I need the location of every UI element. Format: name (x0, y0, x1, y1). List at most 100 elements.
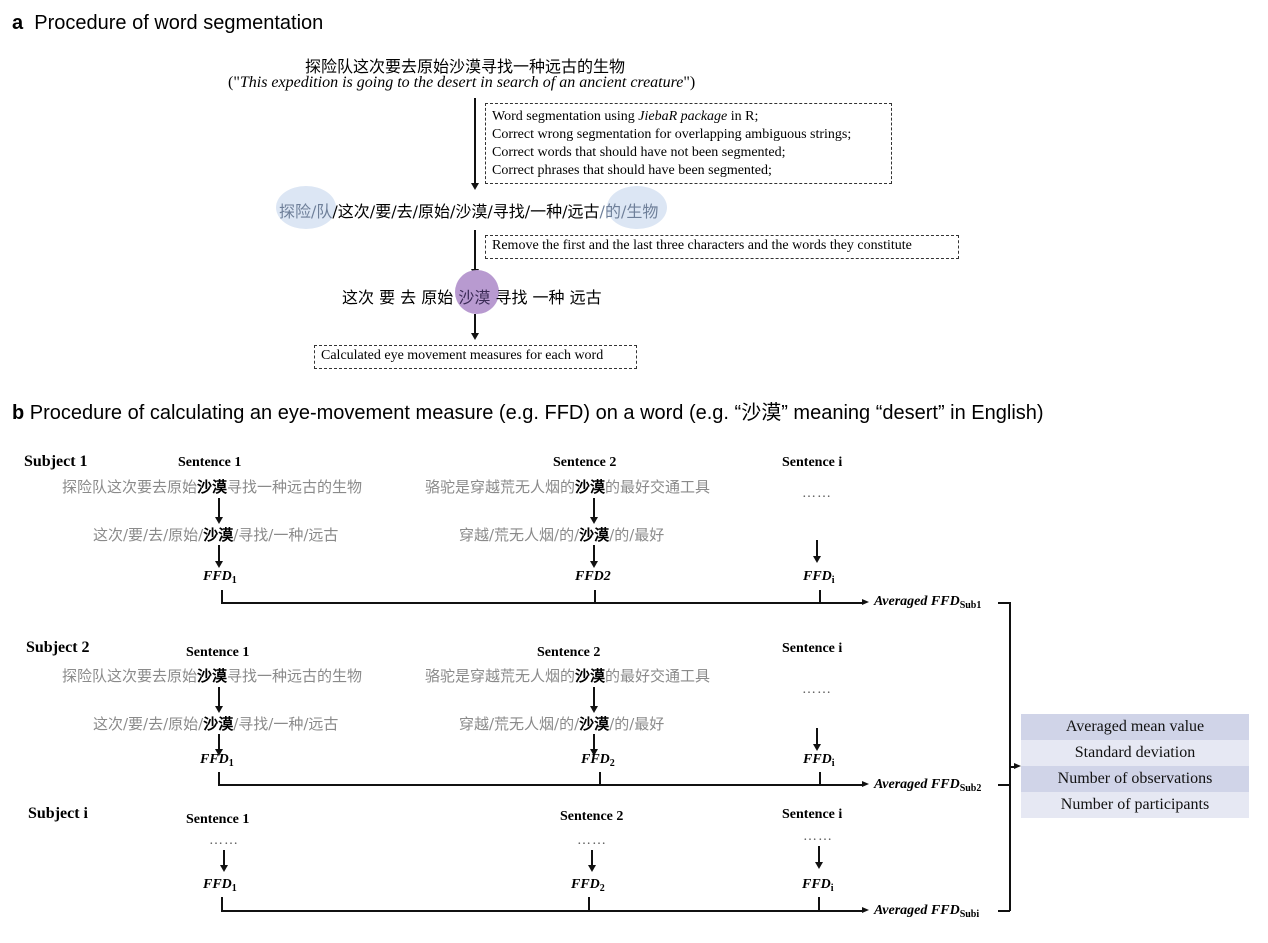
panel-b-title-text: Procedure of calculating an eye-movement… (29, 402, 1044, 424)
arrow (590, 687, 597, 713)
target-word: 沙漠 (197, 667, 228, 685)
flow-arrow-1 (471, 98, 478, 190)
si-sentence-i-ellipsis: …… (803, 829, 833, 844)
aggregate-arrow (218, 781, 869, 787)
arrow (215, 498, 222, 524)
summary-row-sd: Standard deviation (1021, 740, 1249, 766)
target-word: 沙漠 (579, 715, 610, 733)
target-word-highlight (455, 270, 499, 314)
connector (221, 897, 223, 910)
s2-sentence-2-label: Sentence 2 (537, 645, 601, 660)
step3-box: Calculated eye movement measures for eac… (314, 345, 637, 369)
segmented-removed-right: /的/生物 (599, 202, 659, 221)
trimmed-before: 这次 要 去 原始 (342, 288, 459, 307)
trimmed-target-word: 沙漠 (458, 288, 491, 307)
step2-box: Remove the first and the last three char… (485, 235, 959, 259)
panel-a-title-text: Procedure of word segmentation (34, 12, 324, 34)
target-word: 沙漠 (203, 526, 234, 544)
panel-b-title: b Procedure of calculating an eye-moveme… (12, 396, 1044, 425)
si-sentence-1-ellipsis: …… (209, 833, 239, 848)
s1-ffd-i: FFDi (803, 569, 835, 586)
s1-sentence-i-ellipsis: …… (802, 486, 832, 501)
panel-a-label: a (12, 12, 24, 34)
edge-highlight-left (276, 186, 336, 229)
connector (221, 590, 223, 603)
step1-line2: Correct wrong segmentation for overlappi… (492, 127, 852, 142)
summary-row-participants: Number of participants (1021, 792, 1249, 818)
s1-sentence-2-raw: 骆驼是穿越荒无人烟的沙漠的最好交通工具 (425, 478, 711, 496)
s2-averaged-ffd: Averaged FFDSub2 (874, 777, 982, 794)
summary-row-mean: Averaged mean value (1021, 714, 1249, 740)
connector (818, 897, 820, 910)
segmented-removed-left: 探险/队 (279, 202, 333, 221)
trimmed-after: 寻找 一种 远古 (490, 288, 602, 307)
target-word: 沙漠 (575, 667, 606, 685)
summary-row-observations: Number of observations (1021, 766, 1249, 792)
s2-sentence-i-ellipsis: …… (802, 682, 832, 697)
subject-2-label: Subject 2 (26, 639, 90, 656)
target-word: 沙漠 (203, 715, 234, 733)
connector (819, 590, 821, 603)
target-word: 沙漠 (197, 478, 228, 496)
si-sentence-2-label: Sentence 2 (560, 809, 624, 824)
aggregate-arrow (221, 599, 869, 605)
step1-box: Word segmentation using JiebaR package i… (485, 103, 892, 184)
s2-ffd-i: FFDi (803, 752, 835, 769)
arrow (813, 540, 820, 563)
summary-arrow (1010, 763, 1021, 769)
s2-ffd-1: FFD1 (200, 752, 234, 769)
arrow (220, 850, 227, 872)
s2-sentence-1-raw: 探险队这次要去原始沙漠寻找一种远古的生物 (62, 667, 363, 685)
subject-1-label: Subject 1 (24, 453, 88, 470)
edge-highlight-right (607, 186, 667, 229)
arrow (590, 498, 597, 524)
si-sentence-2-ellipsis: …… (577, 833, 607, 848)
s2-sentence-2-raw: 骆驼是穿越荒无人烟的沙漠的最好交通工具 (425, 667, 711, 685)
translation-close-quote: ") (683, 74, 696, 91)
step1-line3: Correct words that should have not been … (492, 145, 786, 160)
s1-sentence-2-label: Sentence 2 (553, 455, 617, 470)
si-sentence-i-label: Sentence i (782, 807, 843, 822)
step1-line1: Word segmentation using JiebaR package i… (492, 109, 759, 124)
bracket-top (998, 602, 1010, 604)
example-sentence-cn: 探险队这次要去原始沙漠寻找一种远古的生物 (305, 57, 626, 76)
bracket-bottom (998, 910, 1010, 912)
target-word: 沙漠 (575, 478, 606, 496)
s1-sentence-1-label: Sentence 1 (178, 455, 242, 470)
s1-sentence-2-segmented: 穿越/荒无人烟/的/沙漠/的/最好 (459, 526, 665, 544)
segmented-kept: /这次/要/去/原始/沙漠/寻找/一种/远古 (332, 202, 600, 221)
trimmed-sentence: 这次 要 去 原始 沙漠 寻找 一种 远古 (342, 284, 602, 308)
panel-b-label: b (12, 402, 25, 424)
arrow (590, 734, 597, 756)
s1-sentence-1-raw: 探险队这次要去原始沙漠寻找一种远古的生物 (62, 478, 363, 496)
arrow (815, 846, 822, 869)
summary-table: Averaged mean value Standard deviation N… (1021, 714, 1249, 818)
si-ffd-i: FFDi (802, 877, 834, 894)
s2-sentence-1-label: Sentence 1 (186, 645, 250, 660)
s1-ffd-1: FFD1 (203, 569, 237, 586)
arrow (588, 850, 595, 872)
si-sentence-1-label: Sentence 1 (186, 812, 250, 827)
panel-a-title: a Procedure of word segmentation (12, 12, 323, 35)
s2-sentence-1-segmented: 这次/要/去/原始/沙漠/寻找/一种/远古 (93, 715, 339, 733)
example-translation: ("This expedition is going to the desert… (228, 74, 695, 92)
arrow (590, 545, 597, 568)
s2-sentence-2-segmented: 穿越/荒无人烟/的/沙漠/的/最好 (459, 715, 665, 733)
arrow (215, 734, 222, 756)
si-averaged-ffd: Averaged FFDSubi (874, 903, 980, 920)
arrow (215, 687, 222, 713)
connector (218, 772, 220, 785)
s1-averaged-ffd: Averaged FFDSub1 (874, 594, 982, 611)
s1-ffd-2: FFD2 (575, 569, 611, 584)
bracket-middle (998, 784, 1010, 786)
flow-arrow-2 (471, 230, 478, 276)
translation-open-quote: (" (228, 74, 240, 91)
s1-sentence-1-segmented: 这次/要/去/原始/沙漠/寻找/一种/远古 (93, 526, 339, 544)
aggregate-arrow (221, 907, 869, 913)
connector (599, 772, 601, 785)
translation-text: This expedition is going to the desert i… (239, 74, 684, 91)
arrow (813, 728, 820, 751)
si-ffd-2: FFD2 (571, 877, 605, 894)
segmented-sentence: 探险/队/这次/要/去/原始/沙漠/寻找/一种/远古/的/生物 (279, 198, 658, 222)
flow-arrow-3 (471, 314, 478, 340)
